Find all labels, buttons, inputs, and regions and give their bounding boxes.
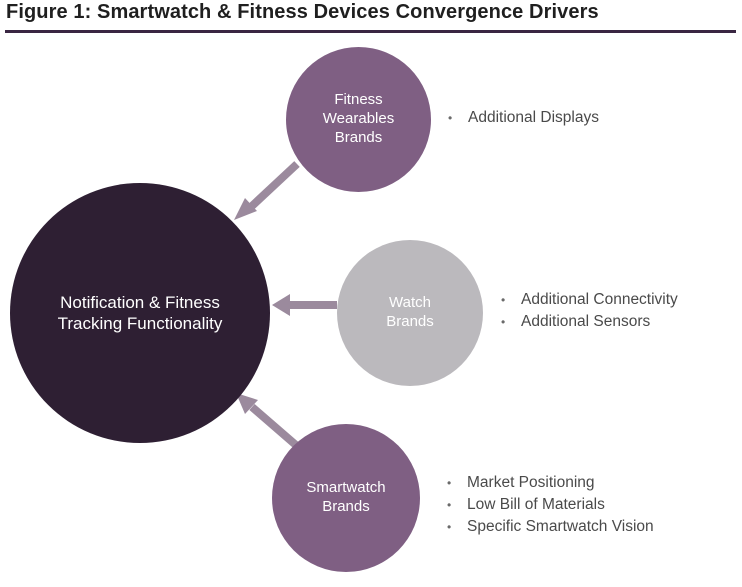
bullet-icon: • (501, 293, 506, 307)
list-item: • Additional Connectivity (499, 289, 678, 311)
list-item: • Market Positioning (445, 472, 654, 494)
smartwatch-drivers-list: • Market Positioning • Low Bill of Materia… (445, 472, 654, 538)
figure-title: Figure 1: Smartwatch & Fitness Devices C… (6, 1, 599, 23)
bullet-icon: • (447, 520, 452, 534)
fitness-drivers-list: • Additional Displays (446, 107, 599, 129)
list-item: • Additional Displays (446, 107, 599, 129)
list-item: • Specific Smartwatch Vision (445, 516, 654, 538)
watch-brands-label: Watch Brands (386, 294, 434, 330)
fitness-wearables-label: Fitness Wearables Brands (322, 91, 395, 146)
list-item: • Low Bill of Materials (445, 494, 654, 516)
list-item-text: Market Positioning (467, 474, 595, 491)
watch-drivers-list: • Additional Connectivity • Additional Sen… (499, 289, 678, 333)
list-item: • Additional Sensors (499, 311, 678, 333)
arrow-fitness-to-center (234, 161, 300, 220)
list-item-text: Additional Displays (468, 109, 599, 126)
bullet-icon: • (447, 498, 452, 512)
smartwatch-brands-label: Smartwatch Brands (306, 479, 386, 515)
bullet-icon: • (501, 315, 506, 329)
smartwatch-brands-node: Smartwatch Brands (272, 424, 420, 572)
arrow-smartwatch-to-center (236, 393, 300, 450)
list-item-text: Additional Connectivity (521, 291, 678, 308)
center-node-label: Notification & Fitness Tracking Function… (57, 292, 223, 333)
arrow-watch-to-center (272, 294, 337, 316)
center-node: Notification & Fitness Tracking Function… (10, 183, 270, 443)
bullet-icon: • (448, 111, 453, 125)
title-underline (5, 30, 736, 33)
list-item-text: Specific Smartwatch Vision (467, 518, 654, 535)
bullet-icon: • (447, 476, 452, 490)
fitness-wearables-node: Fitness Wearables Brands (286, 47, 431, 192)
list-item-text: Additional Sensors (521, 313, 651, 330)
watch-brands-node: Watch Brands (337, 240, 483, 386)
list-item-text: Low Bill of Materials (467, 496, 605, 513)
